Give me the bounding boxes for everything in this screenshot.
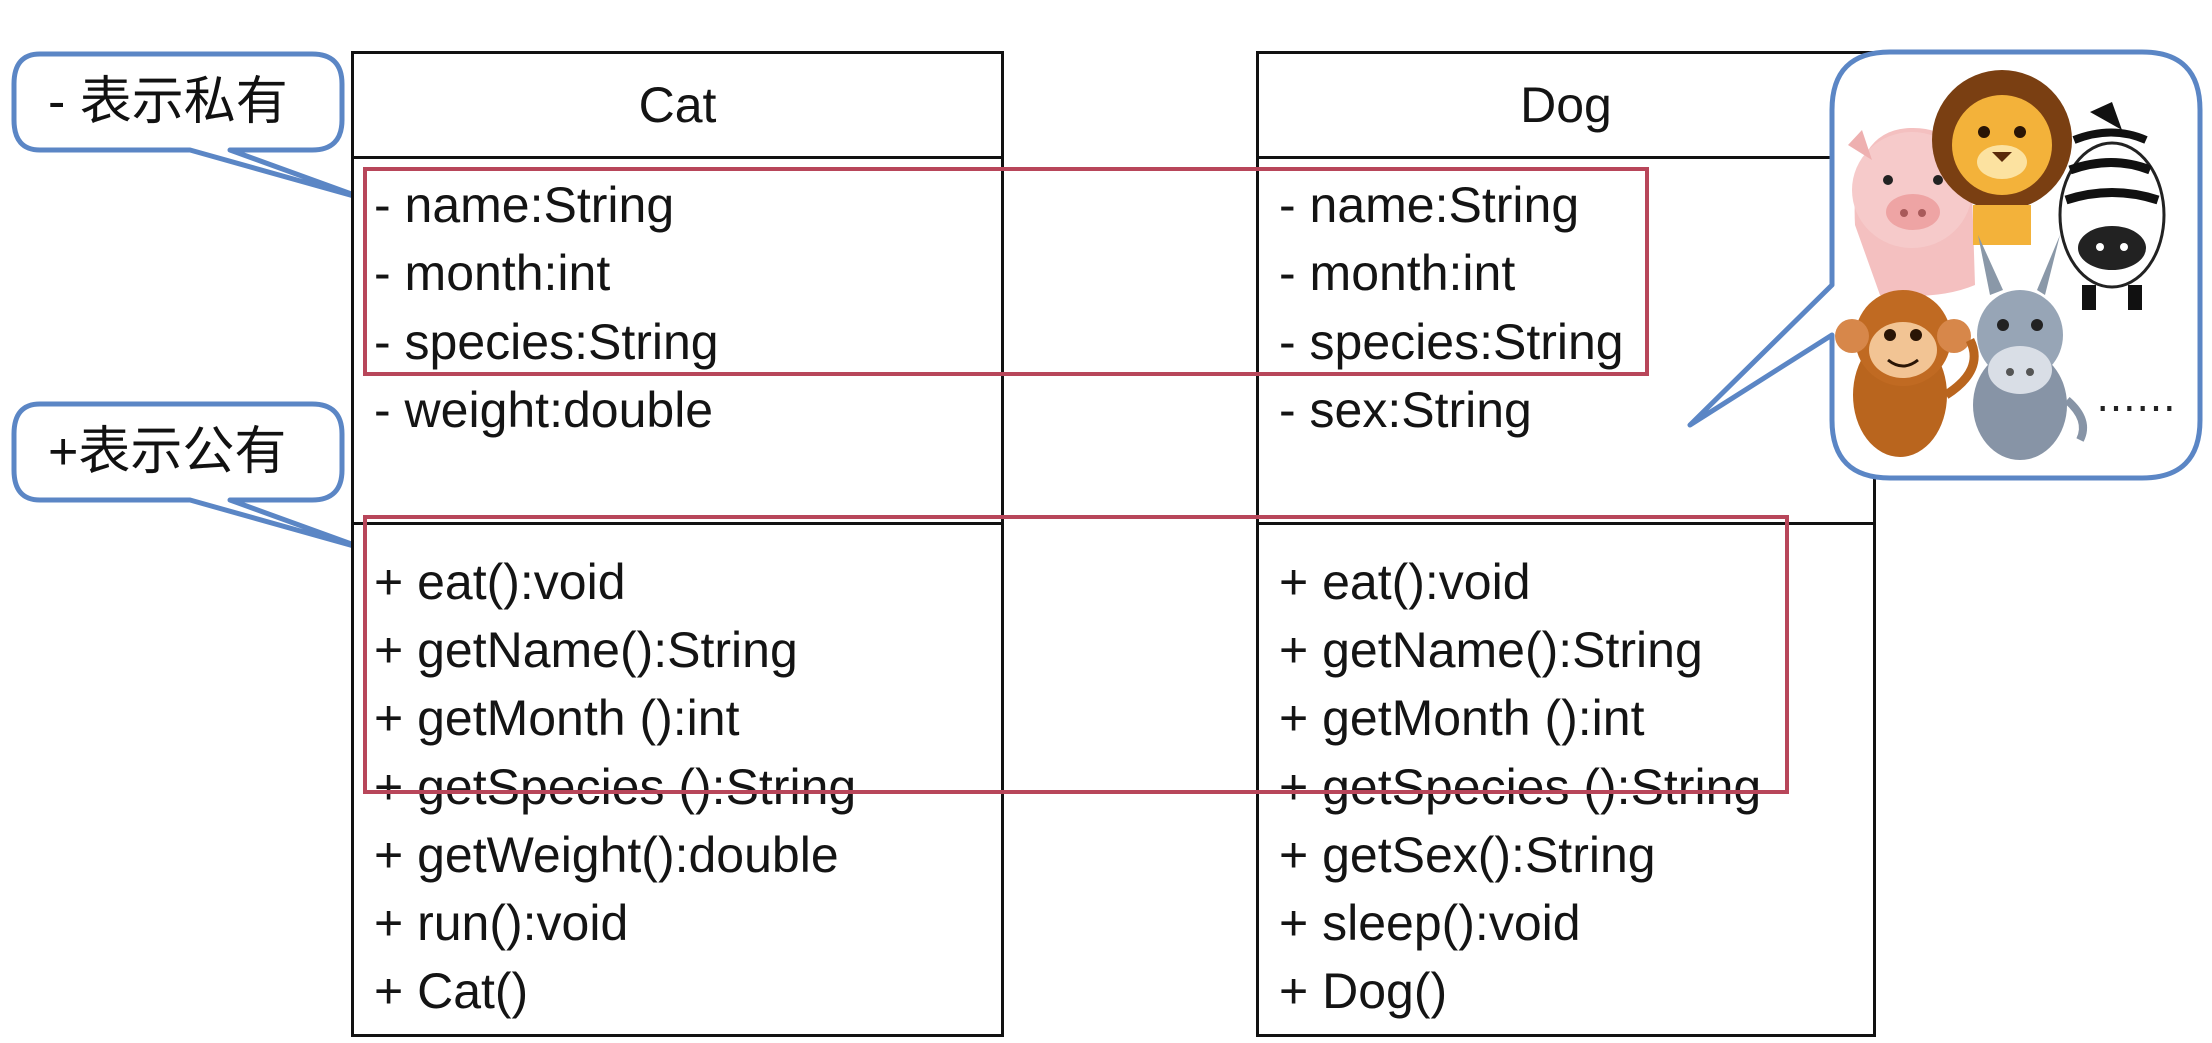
speech-bubble-ellipsis: …… <box>2096 375 2176 421</box>
dog-attribute: - sex:String <box>1279 382 1532 438</box>
cat-method: + getWeight():double <box>374 827 839 883</box>
dog-methods-divider <box>1259 522 1873 525</box>
dog-method: + getName():String <box>1279 622 1703 678</box>
cat-attribute: - name:String <box>374 177 675 233</box>
dog-method: + sleep():void <box>1279 895 1581 951</box>
dog-class-box: Dog - name:String - month:int - species:… <box>1256 51 1876 1037</box>
cat-method: + Cat() <box>374 963 529 1019</box>
dog-method: + Dog() <box>1279 963 1448 1019</box>
dog-method: + eat():void <box>1279 554 1531 610</box>
dog-method: + getMonth ():int <box>1279 690 1645 746</box>
monkey-icon <box>1835 290 1979 457</box>
public-callout-label: +表示公有 <box>48 423 287 481</box>
cat-method: + run():void <box>374 895 629 951</box>
zebra-icon <box>2058 102 2166 310</box>
cat-method: + eat():void <box>374 554 626 610</box>
lion-icon <box>1932 70 2072 245</box>
dog-attribute: - month:int <box>1279 245 1516 301</box>
cat-method: + getName():String <box>374 622 798 678</box>
dog-attribute: - name:String <box>1279 177 1580 233</box>
dog-method: + getSpecies ():String <box>1279 759 1762 815</box>
cat-attribute: - month:int <box>374 245 611 301</box>
dog-attribute: - species:String <box>1279 314 1624 370</box>
cat-method: + getMonth ():int <box>374 690 740 746</box>
cat-class-box: Cat - name:String - month:int - species:… <box>351 51 1004 1037</box>
cat-method: + getSpecies ():String <box>374 759 857 815</box>
cat-attribute: - weight:double <box>374 382 714 438</box>
cat-methods-divider <box>354 522 1001 525</box>
cat-class-title: Cat <box>354 54 1001 159</box>
donkey-icon <box>1973 235 2087 460</box>
dog-method: + getSex():String <box>1279 827 1656 883</box>
cat-attribute: - species:String <box>374 314 719 370</box>
dog-class-title: Dog <box>1259 54 1873 159</box>
private-callout-shape <box>11 51 371 203</box>
private-callout-label: - 表示私有 <box>48 73 288 131</box>
public-callout-shape <box>11 401 371 553</box>
